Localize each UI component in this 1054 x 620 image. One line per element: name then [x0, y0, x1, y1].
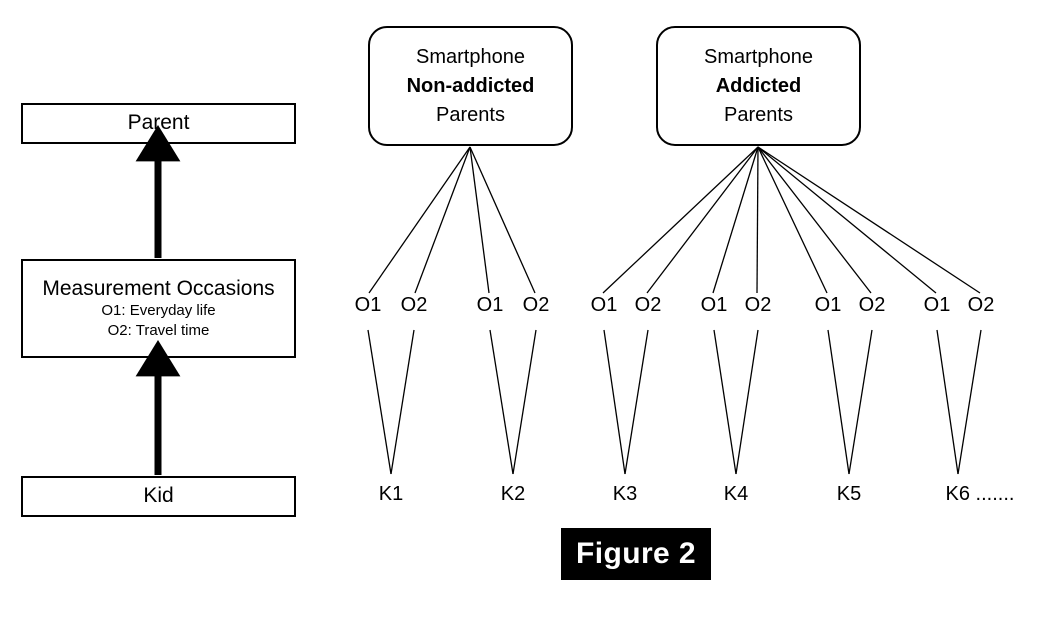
occasion-label-o-7: O1 [700, 294, 728, 316]
level-box-kid-title: Kid [143, 484, 174, 508]
fan-lines-non-addicted [368, 146, 536, 294]
kid-label-k-6: K6 ....... [945, 483, 1015, 505]
occasion-label-o-12: O2 [967, 294, 995, 316]
occasion-label-o-5: O1 [590, 294, 618, 316]
level-box-measurement-occasions-sub-2: O2: Travel time [107, 321, 210, 339]
figure-caption: Figure 2 [561, 528, 711, 580]
v-lines-occasions-to-kids [367, 329, 982, 475]
occasion-label-o-6: O2 [634, 294, 662, 316]
group-box-non-addicted-line-2: Non-addicted [406, 74, 535, 97]
occasion-label-o-8: O2 [744, 294, 772, 316]
level-box-parent: Parent [21, 103, 296, 144]
occasion-label-o-9: O1 [814, 294, 842, 316]
group-box-non-addicted-line-1: Smartphone [416, 45, 525, 68]
kid-label-k-3: K3 [612, 483, 638, 505]
group-box-addicted-line-1: Smartphone [704, 45, 813, 68]
fan-lines-addicted [602, 146, 981, 294]
occasion-label-o-3: O1 [476, 294, 504, 316]
group-box-addicted-line-3: Parents [724, 103, 793, 126]
occasion-label-o-10: O2 [858, 294, 886, 316]
level-box-measurement-occasions-title: Measurement Occasions [42, 276, 275, 300]
group-box-addicted: Smartphone Addicted Parents [656, 26, 861, 146]
group-box-addicted-line-2: Addicted [715, 74, 802, 97]
level-box-kid: Kid [21, 476, 296, 517]
occasion-label-o-2: O2 [400, 294, 428, 316]
level-box-parent-title: Parent [127, 111, 190, 135]
level-box-measurement-occasions: Measurement Occasions O1: Everyday life … [21, 259, 296, 358]
group-box-non-addicted-line-3: Parents [436, 103, 505, 126]
kid-label-k-1: K1 [378, 483, 404, 505]
kid-label-k-5: K5 [836, 483, 862, 505]
occasion-label-o-11: O1 [923, 294, 951, 316]
level-box-measurement-occasions-sub-1: O1: Everyday life [101, 301, 216, 319]
occasion-label-o-4: O2 [522, 294, 550, 316]
kid-label-k-2: K2 [500, 483, 526, 505]
kid-label-k-4: K4 [723, 483, 749, 505]
figure-caption-text: Figure 2 [576, 537, 696, 570]
occasion-label-o-1: O1 [354, 294, 382, 316]
group-box-non-addicted: Smartphone Non-addicted Parents [368, 26, 573, 146]
